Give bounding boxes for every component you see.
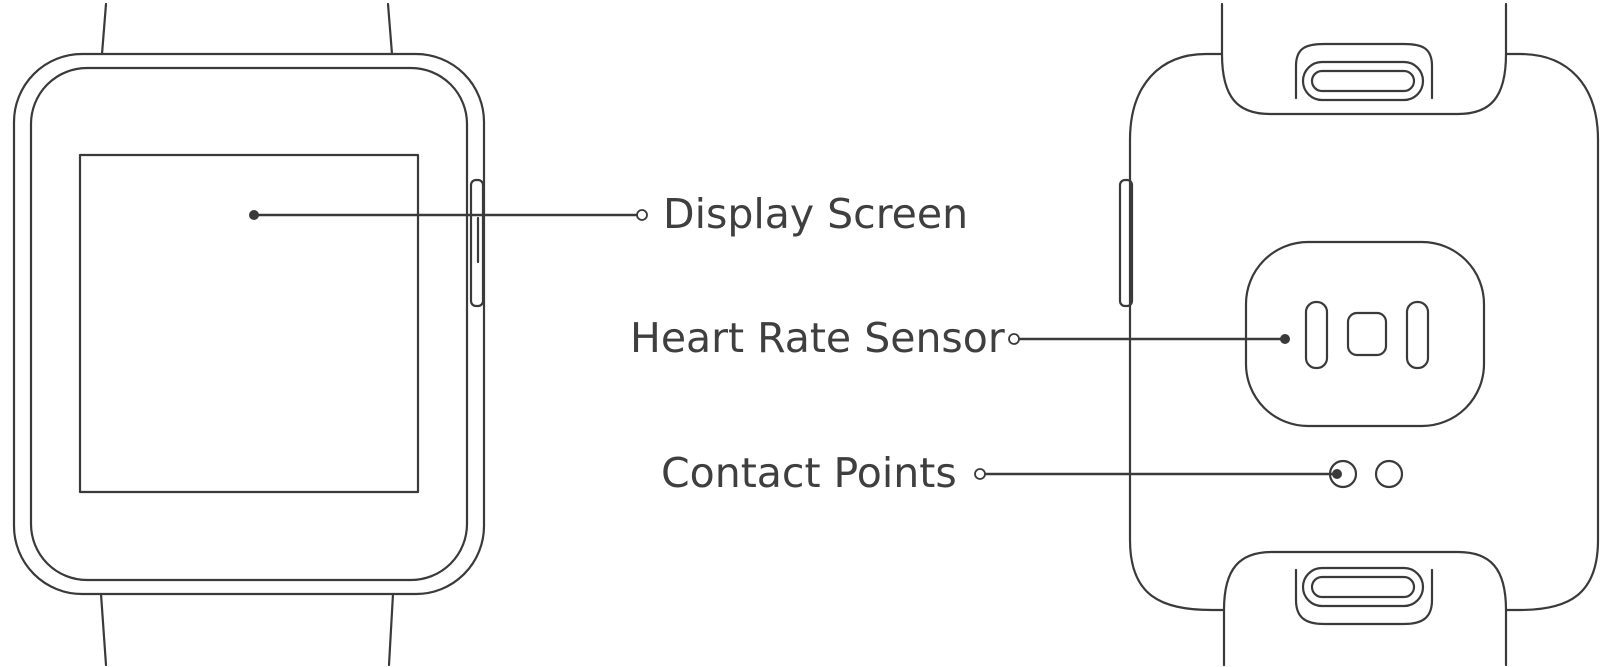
label-display-screen: Display Screen [663, 190, 968, 238]
back-side-button [1118, 178, 1134, 308]
strap-top-slot-outer [1301, 60, 1425, 102]
strap-top-slot-inner [1310, 69, 1416, 93]
callout-display-screen: Display Screen [249, 190, 968, 238]
label-contact-points: Contact Points [661, 449, 957, 497]
watch-front-view [12, 2, 486, 667]
label-heart-rate-sensor: Heart Rate Sensor [630, 314, 1005, 362]
watch-back-view [1118, 2, 1600, 667]
callout-heart-rate-sensor: Heart Rate Sensor [630, 314, 1290, 362]
front-case-outer [12, 52, 486, 596]
back-strap-top [1220, 2, 1508, 116]
display-screen [78, 153, 420, 494]
callout-contact-points: Contact Points [661, 449, 1342, 497]
contact-point-right [1374, 459, 1404, 489]
front-strap-bottom [99, 592, 395, 667]
back-strap-bottom [1222, 550, 1508, 667]
sensor-right-led [1405, 300, 1430, 370]
front-strap-top [100, 2, 394, 56]
strap-bottom-loop [1294, 568, 1434, 626]
strap-bottom-slot-outer [1301, 566, 1425, 608]
front-case-bezel [29, 66, 469, 582]
strap-bottom-slot-inner [1310, 575, 1416, 599]
crown-button [469, 178, 485, 308]
heart-rate-sensor-module [1244, 240, 1486, 428]
sensor-center-window [1346, 311, 1388, 357]
sensor-left-led [1304, 300, 1329, 370]
back-case-outline [1128, 52, 1600, 612]
strap-top-loop [1294, 42, 1434, 100]
